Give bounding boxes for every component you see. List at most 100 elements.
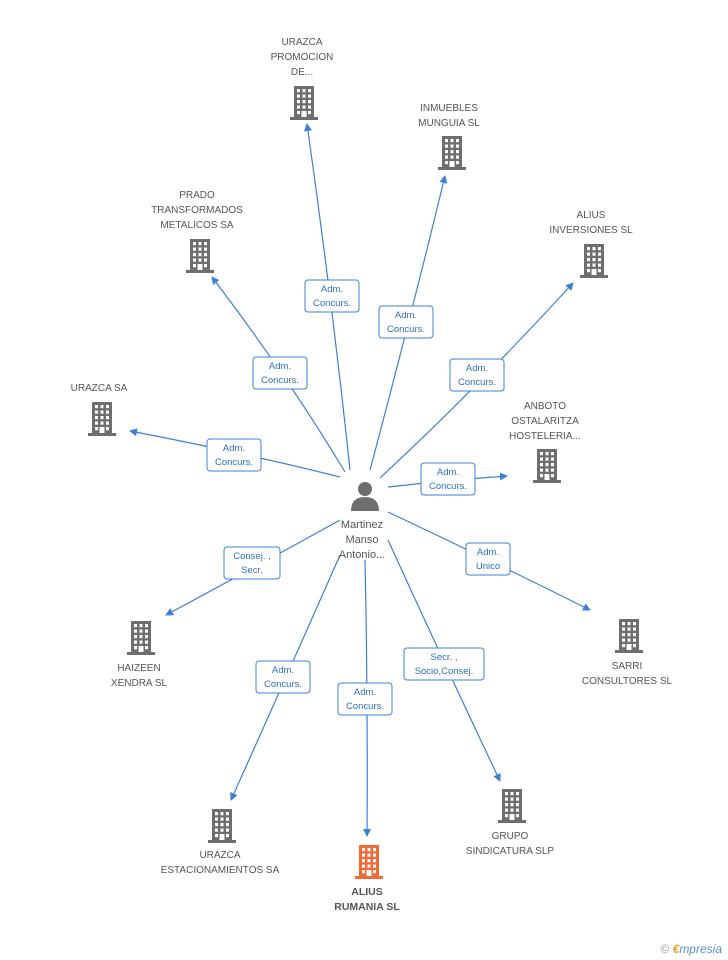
edge-label-box <box>255 660 311 694</box>
building-icon <box>355 845 383 879</box>
edge-label-urazca-promocion[interactable]: Adm. Concurs. <box>304 279 360 313</box>
company-name-line: INMUEBLES <box>420 103 478 114</box>
company-name-line: ALIUS <box>577 210 606 221</box>
company-name-line: XENDRA SL <box>111 678 168 689</box>
edge-label-text: Concurs. <box>313 298 351 309</box>
edge-label-text: Adm. <box>466 363 488 374</box>
company-node-urazca-estacionamientos[interactable]: URAZCA ESTACIONAMIENTOS SA <box>161 809 280 876</box>
company-node-alius-inversiones[interactable]: ALIUS INVERSIONES SL <box>549 210 633 278</box>
edge-labels-layer: Adm. Concurs. Adm. Concurs. Adm. Concurs. Adm.… <box>206 279 511 716</box>
company-name-line: HOSTELERIA... <box>509 431 581 442</box>
building-icon <box>438 136 466 170</box>
edge-label-text: Consej. , <box>233 551 271 562</box>
company-name-line: ANBOTO <box>524 401 566 412</box>
edge-label-urazca-sa[interactable]: Adm. Concurs. <box>206 438 262 472</box>
company-node-alius-rumania[interactable]: ALIUS RUMANIA SL <box>334 845 400 913</box>
footer-brand: © €mpresia <box>660 942 722 956</box>
company-name-line: URAZCA <box>199 850 240 861</box>
building-icon <box>615 619 643 653</box>
person-name-line: Martinez <box>341 519 383 531</box>
person-icon <box>351 482 379 511</box>
edge-label-anboto[interactable]: Adm. Concurs. <box>420 462 476 496</box>
edge-label-text: Concurs. <box>458 377 496 388</box>
building-icon <box>127 621 155 655</box>
company-node-inmuebles-munguia[interactable]: INMUEBLES MUNGUIA SL <box>418 103 480 170</box>
company-name-line: URAZCA <box>281 37 322 48</box>
company-name-line: CONSULTORES SL <box>582 676 673 687</box>
company-node-urazca-promocion[interactable]: URAZCA PROMOCION DE... <box>271 37 334 120</box>
company-name-line: SINDICATURA SLP <box>466 846 554 857</box>
company-name-line: RUMANIA SL <box>334 901 400 913</box>
company-name-line: URAZCA SA <box>71 383 128 394</box>
edge-label-urazca-estacionamientos[interactable]: Adm.Concurs. <box>255 660 311 694</box>
edge-label-text: Adm. <box>354 687 376 698</box>
company-node-urazca-sa[interactable]: URAZCA SA <box>71 383 128 436</box>
brand-logo-text: mpresia <box>679 942 722 956</box>
edge-label-text: Adm. <box>477 547 499 558</box>
edge-label-box <box>206 438 262 472</box>
edge-label-haizeen[interactable]: Consej. , Secr. <box>223 546 281 580</box>
edge-label-alius-inversiones[interactable]: Adm. Concurs. <box>449 358 505 392</box>
edge-label-box <box>378 305 434 339</box>
edge-label-prado-transformados[interactable]: Adm. Concurs. <box>252 356 308 390</box>
edge-label-text: Unico <box>476 561 500 572</box>
building-icon <box>290 86 318 120</box>
edge-label-grupo-sindicatura[interactable]: Secr. , Socio,Consej. <box>403 647 485 681</box>
edge-label-box <box>465 542 511 576</box>
edge-label-sarri[interactable]: Adm. Unico <box>465 542 511 576</box>
company-name-line: GRUPO <box>492 831 529 842</box>
company-node-grupo-sindicatura[interactable]: GRUPO SINDICATURA SLP <box>466 789 554 857</box>
edge-label-text: Adm. <box>269 361 291 372</box>
building-icon <box>498 789 526 823</box>
building-icon <box>186 239 214 273</box>
company-name-line: METALICOS SA <box>160 220 233 231</box>
company-name-line: MUNGUIA SL <box>418 118 480 129</box>
edge-label-box <box>304 279 360 313</box>
company-name-line: TRANSFORMADOS <box>151 205 243 216</box>
edge-label-text: Concurs. <box>387 324 425 335</box>
company-name-line: ESTACIONAMIENTOS SA <box>161 865 280 876</box>
building-icon <box>208 809 236 843</box>
company-name-line: HAIZEEN <box>117 663 160 674</box>
company-name-line: ALIUS <box>351 886 383 898</box>
edge-label-text: Adm. <box>395 310 417 321</box>
company-node-prado-transformados[interactable]: PRADO TRANSFORMADOS METALICOS SA <box>151 190 243 273</box>
edge-label-text: Secr. , <box>431 652 458 663</box>
building-icon <box>580 244 608 278</box>
company-node-haizeen[interactable]: HAIZEEN XENDRA SL <box>111 621 168 689</box>
edge-label-box <box>403 647 485 681</box>
edge-label-text: Secr. <box>241 565 263 576</box>
company-node-sarri[interactable]: SARRI CONSULTORES SL <box>582 619 673 687</box>
brand-logo-letter: € <box>672 942 680 956</box>
building-icon <box>533 449 561 483</box>
company-name-line: INVERSIONES SL <box>549 225 633 236</box>
edge-label-alius-rumania[interactable]: Adm. Concurs. <box>337 682 393 716</box>
center-person[interactable]: MartinezMansoAntonio... <box>339 482 385 561</box>
edge-label-box <box>223 546 281 580</box>
building-icon <box>88 402 116 436</box>
edge-label-text: Socio,Consej. <box>415 666 474 677</box>
copyright-symbol: © <box>660 942 670 956</box>
edge-label-box <box>252 356 308 390</box>
edge-label-text: Concurs. <box>261 375 299 386</box>
company-node-anboto[interactable]: ANBOTO OSTALARITZA HOSTELERIA... <box>509 401 581 483</box>
edge-label-text: Adm. <box>321 284 343 295</box>
edge-label-text: Concurs. <box>429 481 467 492</box>
edge-label-text: Concurs. <box>346 701 384 712</box>
company-name-line: PROMOCION <box>271 52 334 63</box>
edge-label-text: Concurs. <box>215 457 253 468</box>
company-name-line: SARRI <box>612 661 643 672</box>
person-name-line: Manso <box>345 534 378 546</box>
edge-label-text: Adm. <box>223 443 245 454</box>
edge-label-box <box>449 358 505 392</box>
edge-label-inmuebles-munguia[interactable]: Adm. Concurs. <box>378 305 434 339</box>
company-name-line: DE... <box>291 67 313 78</box>
nodes-layer: URAZCA PROMOCION DE... INMUEBLES MUNGUIA SL P… <box>71 37 673 913</box>
company-name-line: OSTALARITZA <box>511 416 579 427</box>
edge-label-text: Adm. <box>437 467 459 478</box>
edge-label-box <box>420 462 476 496</box>
person-name-line: Antonio... <box>339 549 385 561</box>
company-name-line: PRADO <box>179 190 215 201</box>
edge-label-text: Adm. <box>272 665 294 676</box>
